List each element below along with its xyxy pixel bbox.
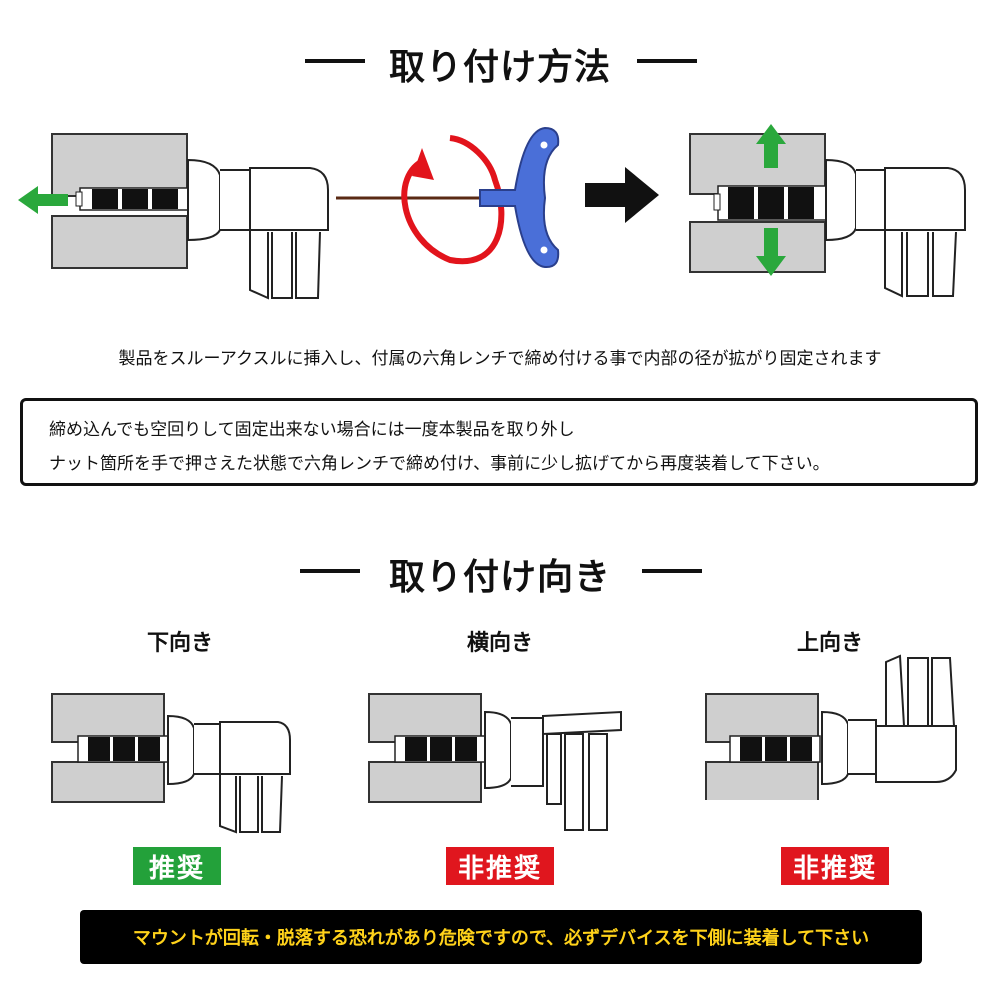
note-line-1: 締め込んでも空回りして固定出来ない場合には一度本製品を取り外し <box>49 420 575 440</box>
orientation-label-down: 下向き <box>146 631 213 656</box>
expand-down-arrow-icon <box>756 228 786 276</box>
install-caption: 製品をスルーアクスルに挿入し、付属の六角レンチで締め付ける事で内部の径が拡がり固… <box>118 349 882 369</box>
title-rule-right <box>637 59 697 63</box>
step-expanded-diagram <box>689 124 966 298</box>
warning-banner: マウントが回転・脱落する恐れがあり危険ですので、必ずデバイスを下側に装着して下さ… <box>80 910 922 964</box>
section-title-install-direction: 取り付け向き <box>388 557 611 598</box>
mount-down-diagram <box>51 693 291 834</box>
hex-wrench-diagram <box>336 126 560 269</box>
step-insert-diagram <box>18 133 329 300</box>
rotate-arrow-icon <box>401 135 505 265</box>
axle-block-bottom <box>51 215 188 269</box>
badge-not-recommended-up: 非推奨 <box>781 847 889 885</box>
note-box: 締め込んでも空回りして固定出来ない場合には一度本製品を取り外し ナット箇所を手で… <box>20 398 978 486</box>
wrench-handle-icon <box>479 126 560 269</box>
title-rule-right-2 <box>642 569 702 573</box>
section-title-install-method: 取り付け方法 <box>388 47 611 88</box>
expand-up-arrow-icon <box>756 124 786 168</box>
orientation-label-up: 上向き <box>796 631 863 656</box>
mount-up-diagram <box>705 654 957 800</box>
orientation-label-side: 横向き <box>466 631 533 656</box>
note-line-2: ナット箇所を手で押さえた状態で六角レンチで締め付け、事前に少し拡げてから再度装着… <box>49 454 830 474</box>
title-rule-left <box>305 59 365 63</box>
badge-recommended: 推奨 <box>133 847 221 885</box>
axle-block-top <box>51 133 188 197</box>
mount-side-diagram <box>368 693 622 831</box>
move-left-arrow-icon <box>18 186 68 214</box>
next-step-arrow-icon <box>585 167 659 223</box>
title-rule-left-2 <box>300 569 360 573</box>
badge-not-recommended-side: 非推奨 <box>446 847 554 885</box>
